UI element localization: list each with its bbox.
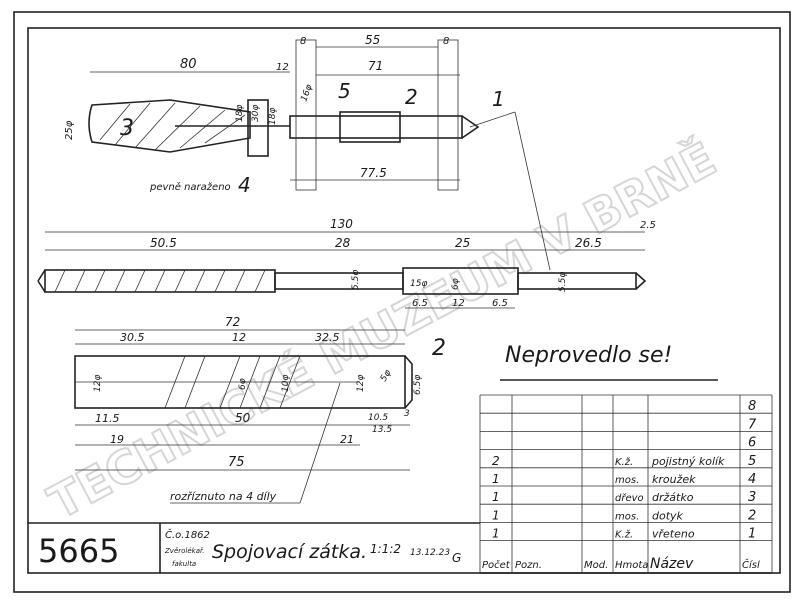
table-header: Název (650, 556, 694, 572)
table-header: Hmota (615, 560, 648, 571)
table-cell-count: 1 (492, 508, 500, 522)
dim-label: 5.5φ (558, 272, 568, 292)
dim-label: 25φ (64, 120, 75, 140)
table-header: Počet (482, 559, 511, 571)
table-cell-no: 4 (748, 472, 756, 487)
date: 13.12.23 (410, 548, 450, 558)
dim-label: 28 (335, 236, 351, 250)
dim-label: 12 (276, 62, 289, 73)
part-label: 2 (405, 85, 418, 109)
dim-label: 50 (235, 411, 251, 425)
title-block: 5665 Č.o.1862 Zvěrolékař. fakulta Spojov… (28, 522, 480, 573)
dim-label: 6.5 (412, 298, 428, 309)
dim-label: 12φ (93, 375, 103, 392)
dim-label: 6φ (238, 378, 248, 390)
dim-label: 6φ (451, 278, 461, 290)
dim-label: 5.5φ (351, 270, 361, 290)
spindle-view: 130 50.5 28 25 26.5 2.5 5.5φ 15φ 6φ 5.5φ… (37, 217, 656, 309)
dim-label: 26.5 (575, 236, 602, 250)
part-label: 4 (238, 173, 251, 197)
faculty: fakulta (172, 560, 196, 568)
dim-label: 18φ (268, 108, 278, 125)
scale: 1:1:2 (370, 542, 401, 556)
dim-label: 77.5 (360, 166, 387, 180)
dim-label: 13.5 (372, 425, 392, 435)
table-header: Pozn. (515, 560, 542, 571)
dim-label: 11.5 (95, 412, 120, 425)
dim-label: 12 (452, 298, 465, 309)
dim-label: 2.5 (640, 220, 656, 231)
signature: G (452, 551, 461, 565)
assembly-note: pevně naraženo (149, 181, 231, 193)
inner-frame (27, 27, 781, 574)
dim-label: 71 (368, 59, 383, 73)
table-cell-material: mos. (615, 511, 639, 522)
table-cell-count: 1 (492, 527, 500, 541)
dim-label: 8 (300, 36, 306, 47)
department: Zvěrolékař. (164, 547, 204, 555)
contact-note: rozříznuto na 4 díly (170, 490, 277, 503)
dim-label: 30φ (251, 105, 261, 122)
part-label: 2 (432, 336, 446, 361)
dim-label: 72 (225, 315, 240, 329)
order-number: Č.o.1862 (165, 528, 210, 541)
dim-label: 21 (340, 433, 354, 446)
dim-label: 6.5φ (413, 375, 423, 395)
table-cell-count: 1 (492, 472, 500, 486)
table-cell-no: 7 (748, 417, 757, 432)
dim-label: 25 (455, 236, 470, 250)
spindle-assembly (289, 115, 463, 139)
table-cell-name: pojistný kolík (651, 455, 725, 468)
table-cell-count: 2 (492, 454, 500, 468)
dim-label: 10.5 (368, 413, 388, 423)
dim-label: 50.5 (150, 236, 177, 250)
dim-label: 32.5 (315, 331, 340, 344)
table-cell-no: 3 (748, 490, 756, 505)
not-executed-note: Neprovedlo se! (505, 343, 672, 368)
dim-label: 3 (404, 409, 410, 419)
contact-part-2 (339, 111, 401, 143)
dim-label: 18φ (235, 105, 245, 122)
drawing-title: Spojovací zátka. (212, 541, 367, 563)
table-cell-no: 1 (748, 527, 756, 542)
part-label: 5 (338, 79, 351, 103)
dim-label: 80 (180, 57, 197, 72)
table-cell-count: 1 (492, 490, 500, 504)
dim-label: 55 (365, 33, 380, 47)
table-cell-material: mos. (615, 475, 639, 486)
table-cell-no: 2 (748, 508, 756, 523)
table-cell-no: 5 (748, 454, 756, 469)
dim-label: 19 (110, 433, 124, 446)
dim-label: 6.5 (492, 298, 508, 309)
dim-label: 8 (443, 36, 449, 47)
handle-part-3 (88, 99, 251, 153)
table-cell-material: K.ž. (615, 456, 633, 468)
dim-label: 12φ (356, 375, 366, 392)
table-cell-name: kroužek (652, 473, 696, 486)
table-cell-no: 8 (748, 399, 756, 414)
drawing-number: 5665 (38, 532, 119, 570)
outer-border (13, 11, 791, 593)
dim-label: 130 (330, 217, 353, 231)
table-cell-material: K.ž. (615, 529, 633, 541)
dim-label: 10φ (281, 375, 291, 392)
dim-label: 12 (232, 331, 246, 344)
table-cell-name: dotyk (652, 509, 684, 522)
dim-label: 30.5 (120, 331, 145, 344)
part-label: 1 (492, 87, 505, 111)
table-header: Mod. (584, 560, 608, 571)
assembly-view: 80 12 8 55 8 71 77.5 25φ 18φ 30φ 18φ 16φ… (64, 33, 551, 271)
contact-view: 72 30.5 12 32.5 12φ 6φ 10φ 12φ 5φ 6.5φ 1… (74, 315, 446, 504)
dim-label: 75 (228, 455, 245, 470)
dim-label: 15φ (410, 279, 427, 289)
table-cell-material: dřevo (615, 492, 644, 504)
table-cell-name: držátko (652, 491, 694, 504)
table-cell-name: vřeteno (652, 528, 695, 541)
table-cell-no: 6 (748, 436, 756, 451)
ring-part-4 (247, 99, 269, 157)
table-header: Čísl (742, 558, 760, 571)
part-label: 3 (120, 116, 134, 141)
